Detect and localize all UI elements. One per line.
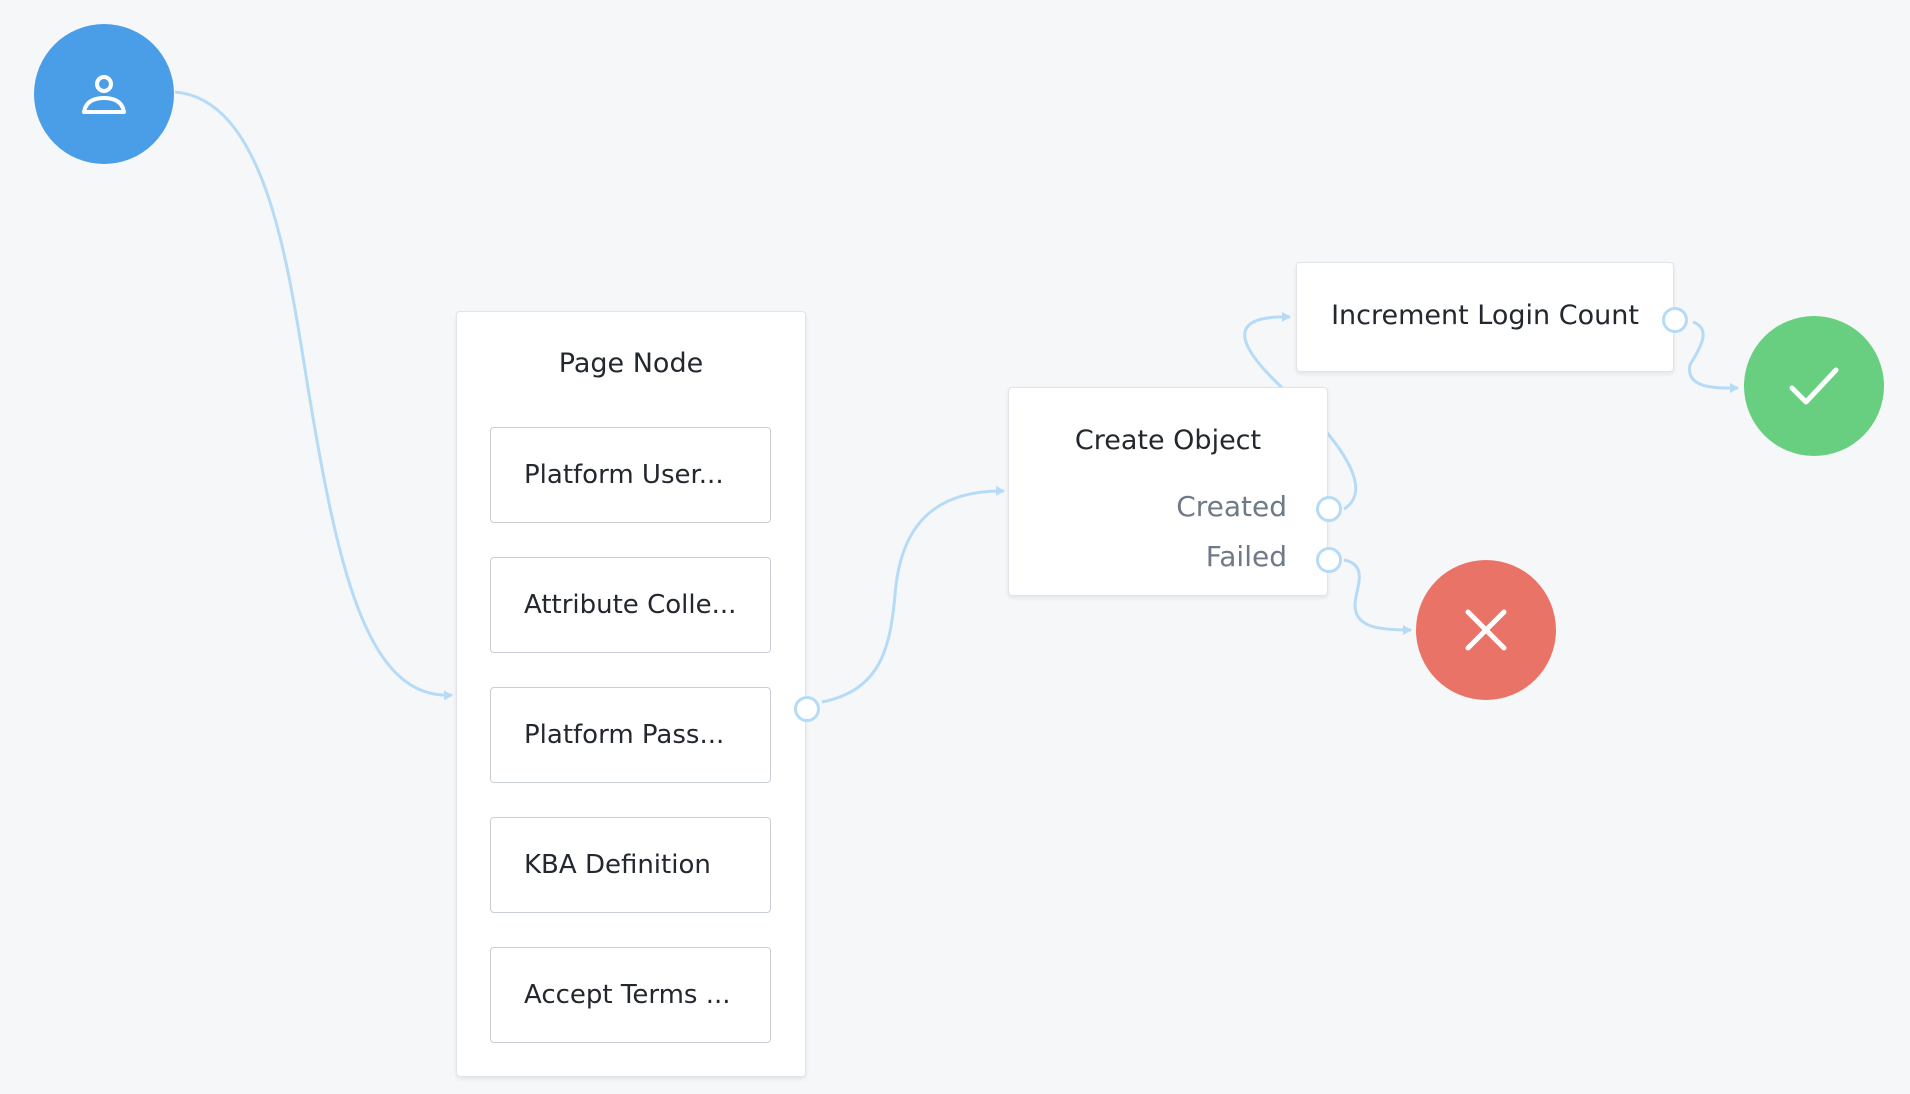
page-node-item-platform-username[interactable]: Platform User... (490, 427, 771, 523)
increment-login-count-node[interactable]: Increment Login Count (1296, 262, 1674, 372)
outcome-created-port[interactable] (1316, 496, 1342, 522)
link-start-to-page-node (174, 90, 453, 701)
page-node-item-platform-password[interactable]: Platform Pass... (490, 687, 771, 783)
page-node-title: Page Node (558, 348, 704, 379)
user-icon (82, 75, 126, 114)
page-node-item-kba-definition[interactable]: KBA Definition (490, 817, 771, 913)
page-node[interactable]: Page Node Platform User... Attribute Col… (456, 311, 806, 1077)
link-increment-to-success (1688, 320, 1739, 394)
outcome-created-label: Created (1176, 490, 1287, 523)
link-page-node-to-create-object (821, 485, 1005, 704)
outcome-failed-port[interactable] (1316, 547, 1342, 573)
page-node-output-port[interactable] (794, 696, 820, 722)
close-icon (1465, 609, 1507, 651)
page-node-item-accept-terms[interactable]: Accept Terms ... (490, 947, 771, 1043)
increment-login-count-port[interactable] (1662, 307, 1688, 333)
start-node[interactable] (34, 24, 174, 164)
link-failed-to-failure (1343, 558, 1412, 635)
create-object-title: Create Object (1074, 425, 1262, 456)
increment-login-count-title: Increment Login Count (1331, 300, 1639, 331)
check-icon (1789, 367, 1839, 405)
outcome-failed-label: Failed (1205, 540, 1287, 573)
create-object-node[interactable]: Create Object Created Failed (1008, 387, 1328, 596)
page-node-item-attribute-collector[interactable]: Attribute Colle... (490, 557, 771, 653)
failure-node[interactable] (1416, 560, 1556, 700)
success-node[interactable] (1744, 316, 1884, 456)
